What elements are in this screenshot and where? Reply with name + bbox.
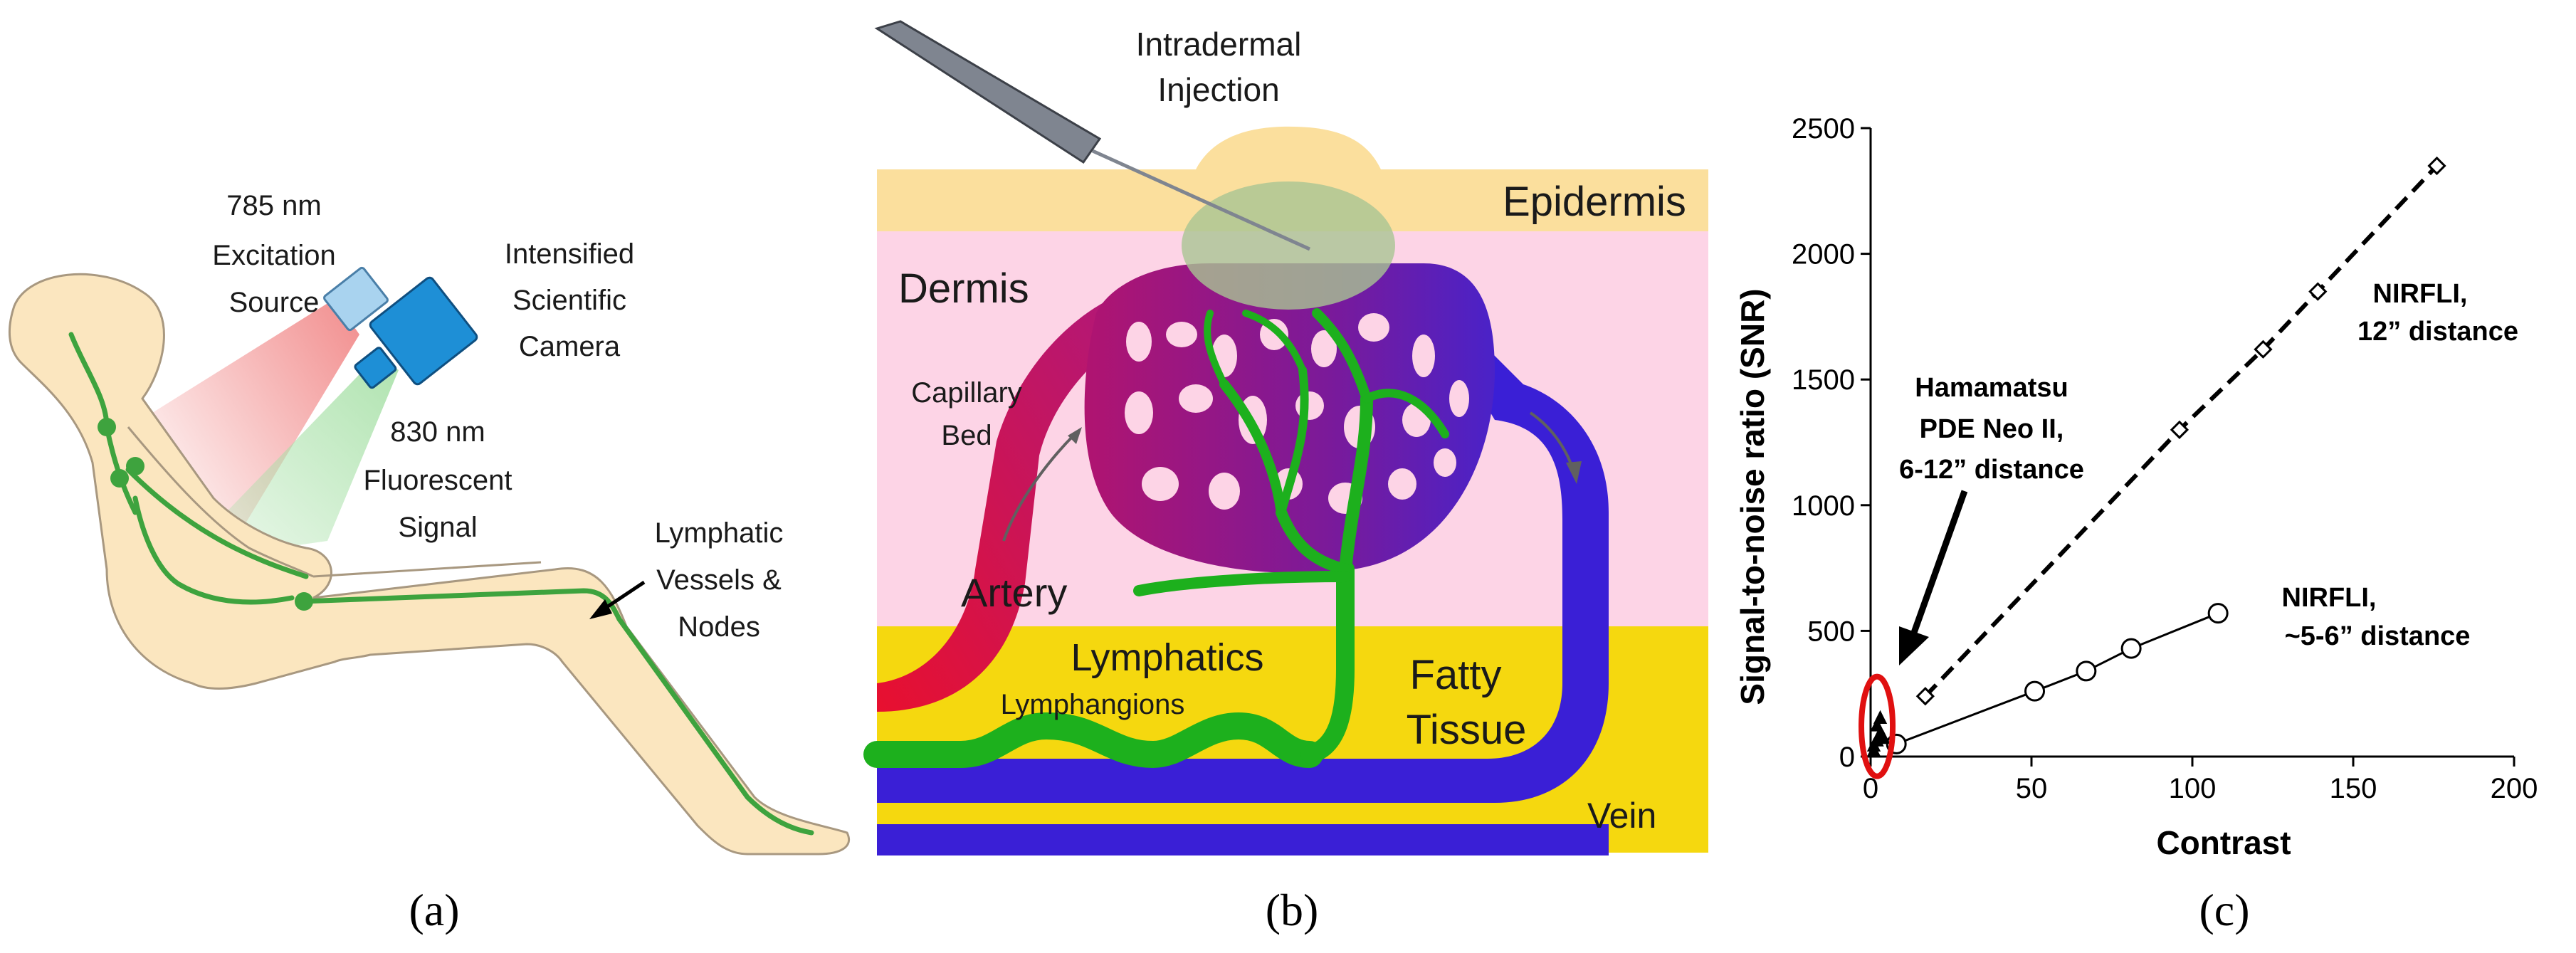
camera-label-1: Intensified <box>505 238 634 270</box>
data-point-circle <box>2076 660 2097 682</box>
patient-silhouette <box>8 273 850 855</box>
injection-label-2: Injection <box>1157 71 1279 108</box>
chart-ylabel: Signal-to-noise ratio (SNR) <box>1734 288 1771 705</box>
needle-icon <box>874 20 1311 251</box>
y-tick-label: 0 <box>1839 742 1855 773</box>
data-point-triangle <box>1870 717 1884 732</box>
y-tick-label: 500 <box>1807 616 1855 647</box>
lymph-nodes <box>98 418 313 611</box>
data-point-triangle <box>1873 710 1888 725</box>
lymphatic-vessels <box>68 332 814 836</box>
y-tick-label: 2500 <box>1792 113 1855 144</box>
camera-icon <box>354 276 478 389</box>
epidermis-label: Epidermis <box>1503 179 1686 225</box>
data-point-diamond <box>2308 282 2328 301</box>
data-point-diamond <box>2254 339 2273 359</box>
hamamatsu-arrow <box>1899 490 1968 665</box>
vessels-arrow <box>589 580 646 619</box>
injection-label-1: Intradermal <box>1136 26 1302 63</box>
highlight-ellipse <box>1859 673 1896 779</box>
signal-label-2: Fluorescent <box>364 465 512 496</box>
hamamatsu-label-2: PDE Neo II, <box>1920 414 2064 444</box>
vein-label: Vein <box>1587 796 1656 836</box>
caption-b: (b) <box>1266 885 1319 935</box>
camera-label-3: Camera <box>519 331 621 362</box>
x-tick-label: 50 <box>2016 773 2048 804</box>
y-tick-label: 1000 <box>1792 490 1855 522</box>
excitation-source <box>323 266 389 332</box>
panel-a: 785 nm Excitation Source Intensified Sci… <box>8 190 850 935</box>
lymphatic-network <box>863 308 1449 769</box>
injection-bleb <box>1182 181 1395 310</box>
data-point-diamond <box>2170 420 2189 439</box>
vessels-label-1: Lymphatic <box>655 517 784 549</box>
near-label-1: NIRFLI, <box>2282 583 2377 613</box>
far-label-2: 12” distance <box>2357 317 2518 347</box>
chart-xlabel: Contrast <box>2156 824 2291 861</box>
capillary-label-2: Bed <box>941 420 992 451</box>
data-point-circle <box>2120 638 2142 659</box>
signal-label-3: Signal <box>398 512 477 543</box>
capillary-label-1: Capillary <box>911 377 1022 409</box>
source-label-1: 785 nm <box>226 190 321 221</box>
artery <box>877 299 1132 712</box>
capillary-bed <box>1084 263 1495 574</box>
data-point-diamond <box>1915 687 1935 706</box>
epidermis-layer <box>877 126 1708 231</box>
far-label-1: NIRFLI, <box>2373 279 2468 309</box>
y-tick-label: 1500 <box>1792 364 1855 396</box>
hamamatsu-label-1: Hamamatsu <box>1915 373 2068 403</box>
y-tick-label: 2000 <box>1792 239 1855 270</box>
vessels-label-2: Vessels & <box>656 564 782 596</box>
fatty-label-1: Fatty <box>1410 652 1502 698</box>
source-label-3: Source <box>229 287 320 318</box>
caption-c: (c) <box>2199 885 2249 935</box>
fatty-label-2: Tissue <box>1407 707 1527 753</box>
source-label-2: Excitation <box>212 240 335 271</box>
signal-label-1: 830 nm <box>390 416 485 448</box>
data-point-triangle <box>1876 730 1891 744</box>
vein <box>877 335 1609 803</box>
camera-label-2: Scientific <box>512 285 626 316</box>
x-tick-label: 0 <box>1863 773 1878 804</box>
data-point-triangle <box>1866 737 1881 752</box>
data-point-circle <box>2207 603 2229 624</box>
dermis-label: Dermis <box>898 265 1029 312</box>
panel-b: Intradermal Injection Epidermis Dermis C… <box>863 20 1708 935</box>
x-tick-label: 200 <box>2491 773 2538 804</box>
lymphangions-label: Lymphangions <box>1001 689 1185 720</box>
x-tick-label: 150 <box>2330 773 2377 804</box>
near-label-2: ~5-6” distance <box>2285 621 2471 651</box>
lymphatics-label: Lymphatics <box>1071 636 1263 679</box>
hamamatsu-label-3: 6-12” distance <box>1899 455 2084 485</box>
caption-a: (a) <box>409 885 459 935</box>
data-point-diamond <box>2427 156 2446 176</box>
data-point-circle <box>2024 680 2046 702</box>
vessels-label-3: Nodes <box>678 611 760 643</box>
emission-beam <box>178 356 399 562</box>
x-tick-label: 100 <box>2169 773 2217 804</box>
artery-label: Artery <box>961 570 1067 615</box>
